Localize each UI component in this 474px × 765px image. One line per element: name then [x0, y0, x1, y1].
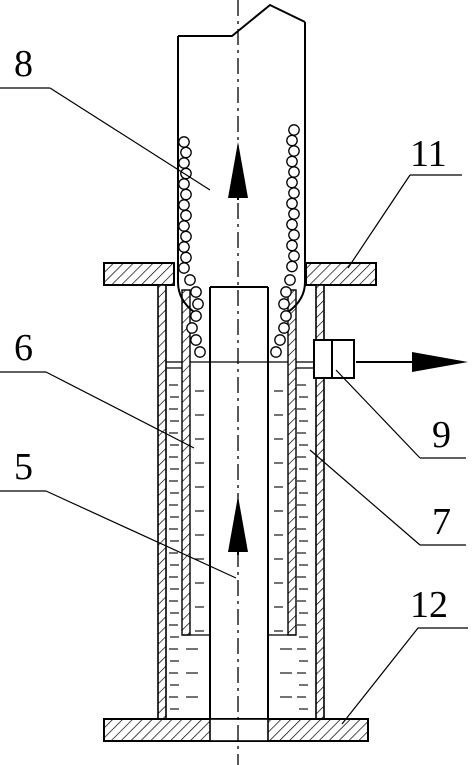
particle	[278, 322, 290, 334]
inner-sleeve-right	[268, 289, 297, 636]
central-tube	[209, 286, 269, 719]
label-12: 12	[410, 584, 448, 626]
particle	[178, 262, 190, 274]
particle	[190, 286, 202, 298]
label-5: 5	[14, 446, 33, 488]
label-6: 6	[14, 327, 33, 369]
particle	[286, 260, 298, 273]
particle	[178, 178, 190, 190]
particle	[278, 298, 290, 310]
particle	[178, 136, 190, 148]
liquid-region	[166, 361, 316, 710]
particle	[286, 155, 298, 168]
funnel-connection	[177, 265, 306, 313]
particle-chain	[178, 124, 300, 358]
particle	[288, 187, 300, 199]
liquid-dash-marks	[169, 384, 308, 710]
particle	[270, 346, 282, 358]
particle	[280, 310, 292, 322]
particle	[180, 188, 192, 201]
flow-arrow-lower	[228, 496, 248, 555]
particle	[284, 274, 296, 286]
particle	[180, 251, 192, 264]
flow-arrow-upper	[228, 142, 248, 200]
particle	[178, 157, 190, 169]
label-11: 11	[410, 133, 447, 175]
top-flange	[103, 262, 377, 286]
particle	[286, 176, 298, 189]
particle	[280, 286, 292, 298]
particle	[184, 274, 196, 286]
inner-sleeve-left	[181, 289, 210, 636]
label-7: 7	[432, 501, 451, 543]
particle	[190, 334, 202, 346]
particle	[180, 230, 192, 243]
particle	[288, 208, 300, 220]
particle	[288, 145, 300, 157]
particle	[180, 209, 192, 222]
leader-lines	[0, 87, 468, 725]
particle	[286, 197, 298, 210]
particle	[288, 166, 300, 178]
particle	[288, 229, 300, 241]
bottom-flange	[103, 718, 369, 742]
label-9: 9	[432, 414, 451, 456]
particle	[192, 298, 204, 310]
outlet-nozzle	[313, 339, 355, 379]
particle	[178, 199, 190, 211]
particle	[288, 250, 300, 262]
particle	[186, 322, 198, 334]
upper-pipe	[177, 3, 306, 265]
particle	[286, 218, 298, 231]
particle	[274, 334, 286, 346]
particle	[286, 134, 298, 147]
particle	[178, 220, 190, 232]
particle	[180, 146, 192, 159]
particle	[190, 310, 202, 322]
particle	[178, 241, 190, 253]
particle	[286, 239, 298, 252]
particle	[288, 124, 300, 136]
label-8: 8	[14, 43, 33, 85]
flow-arrow-outlet	[356, 352, 468, 372]
particle	[194, 346, 206, 358]
